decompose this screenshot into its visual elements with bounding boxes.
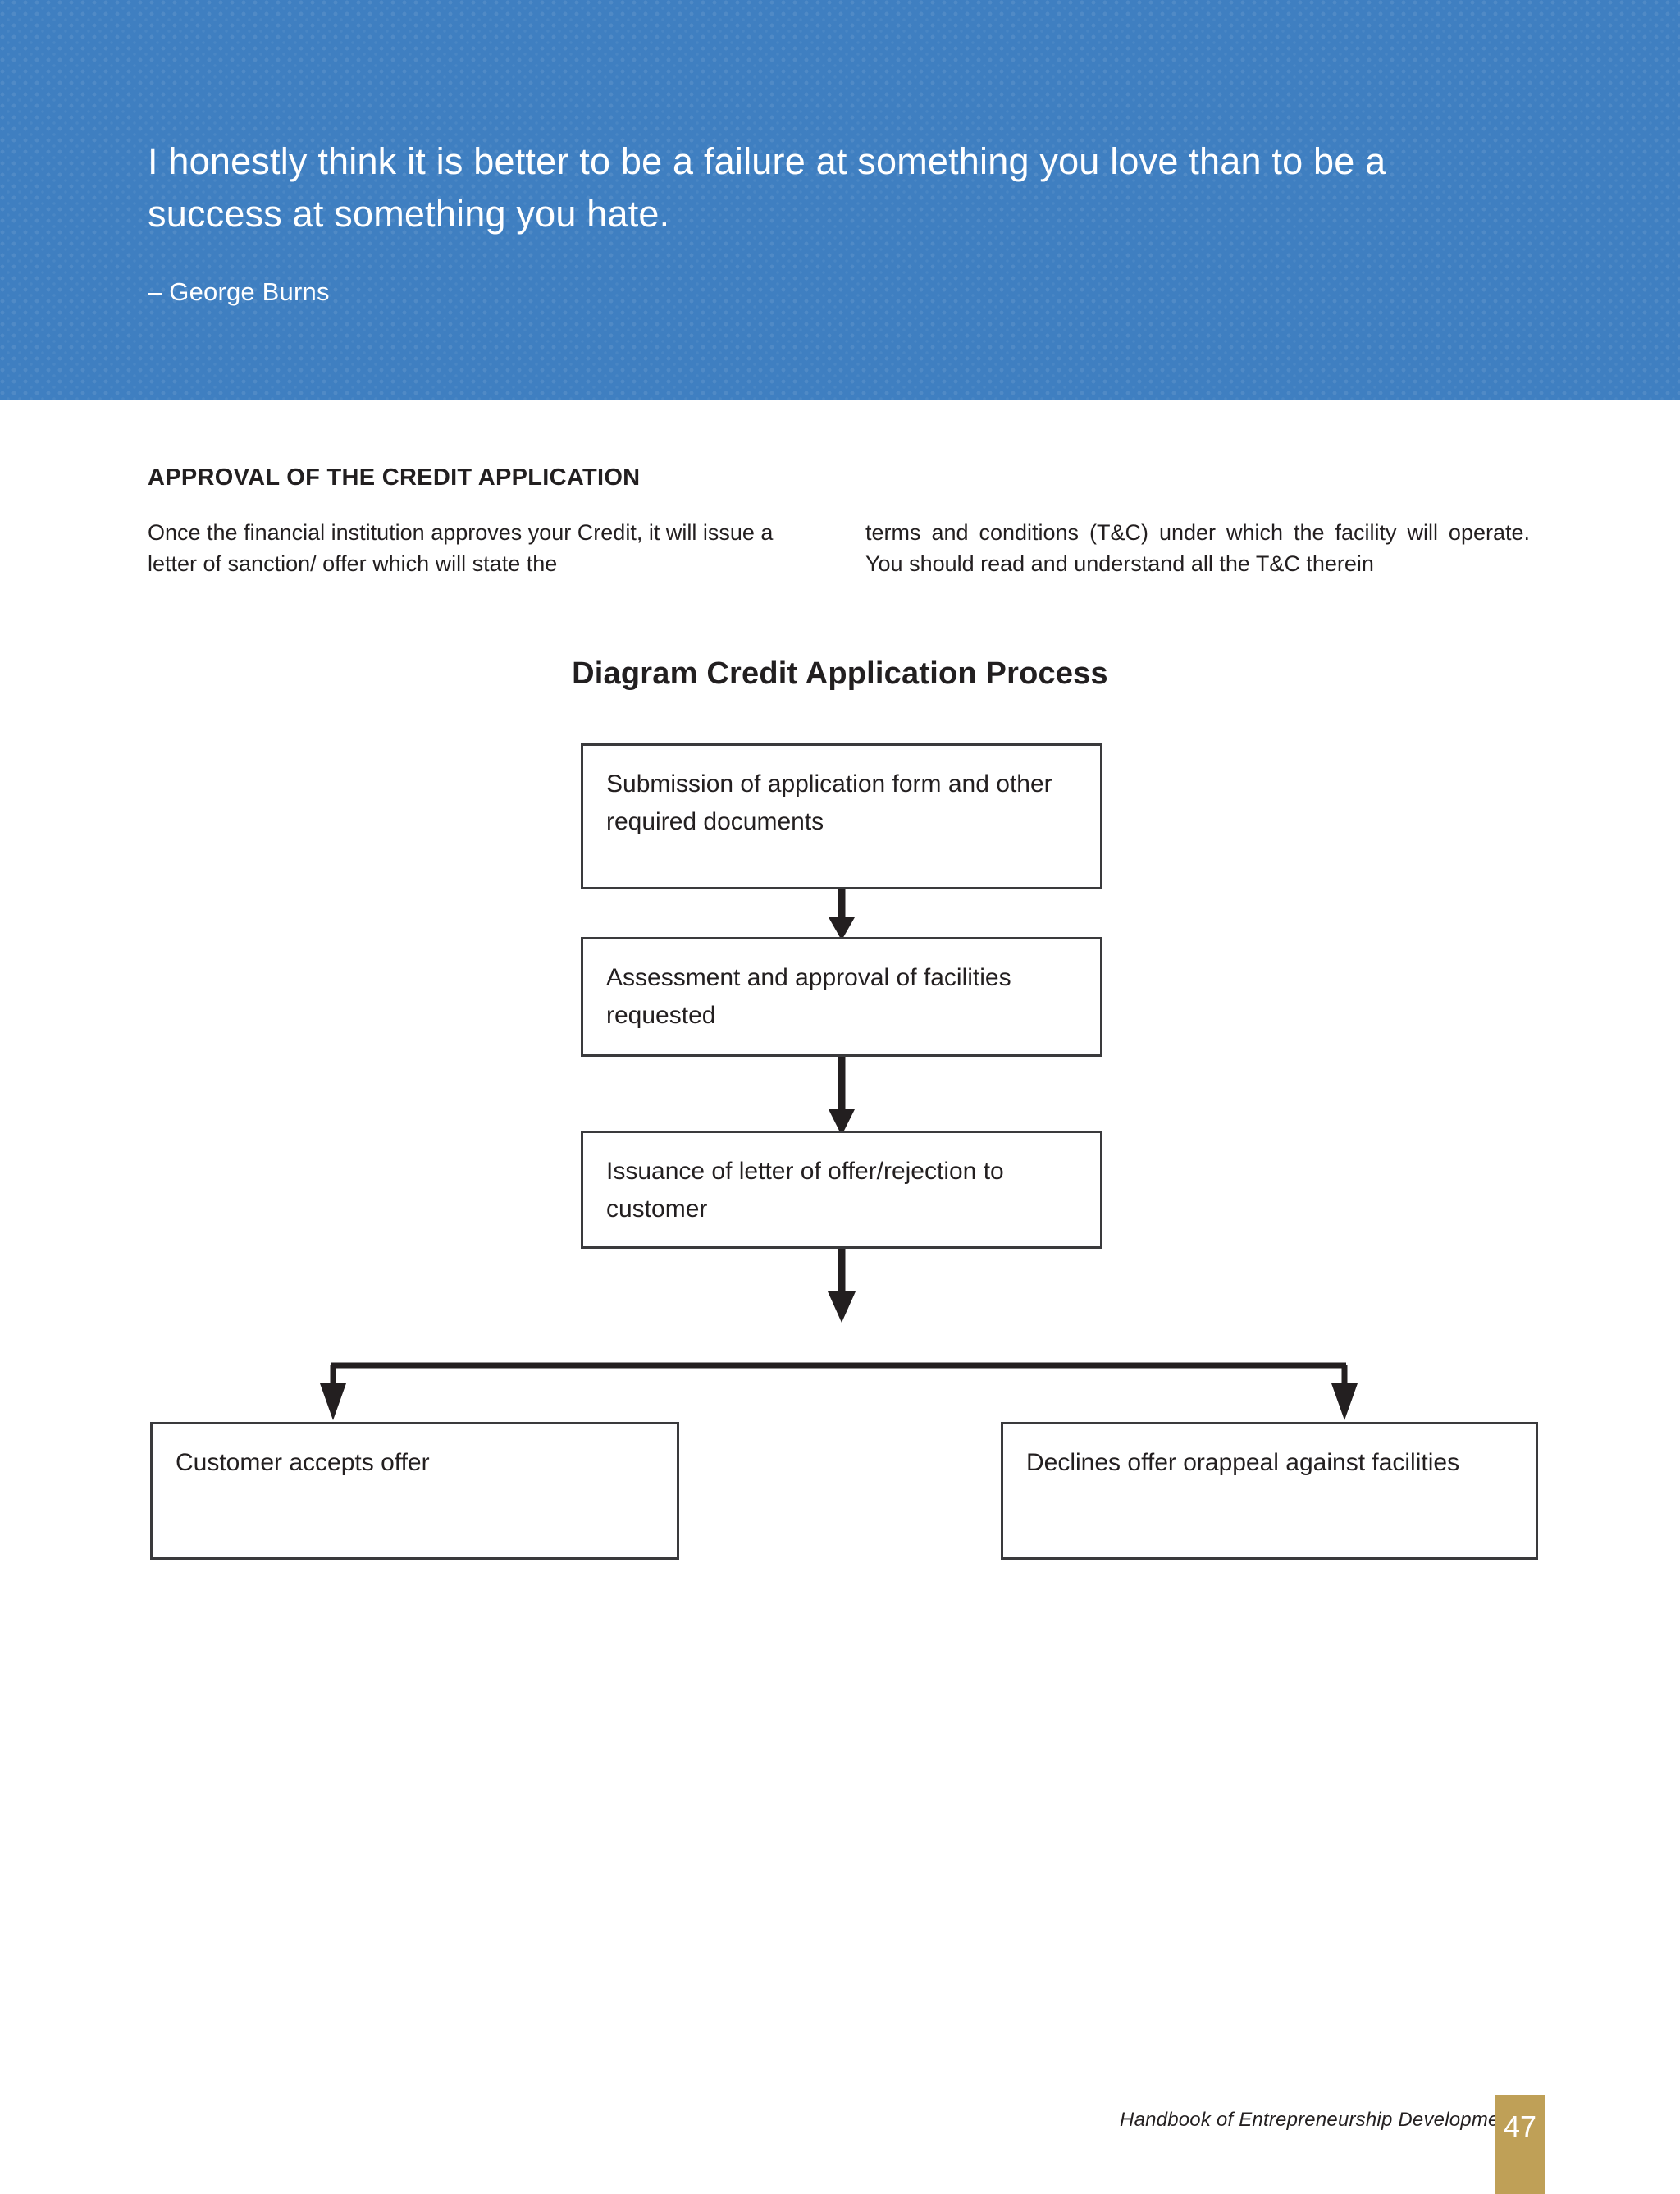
quote-banner: I honestly think it is better to be a fa… [0, 0, 1680, 400]
flow-node-issuance: Issuance of letter of offer/rejection to… [581, 1131, 1102, 1249]
body-column-left: Once the financial institution approves … [148, 520, 774, 576]
flow-node-submission: Submission of application form and other… [581, 743, 1102, 889]
flow-node-assessment: Assessment and approval of facilities re… [581, 937, 1102, 1057]
body-column-right: terms and conditions (T&C) under which t… [865, 520, 1530, 576]
footer-book-title: Handbook of Entrepreneurship Development [1120, 2109, 1516, 2131]
quote-attribution: – George Burns [148, 277, 330, 306]
diagram-title: Diagram Credit Application Process [572, 656, 1108, 691]
section-heading: APPROVAL OF THE CREDIT APPLICATION [148, 464, 641, 491]
quote-text: I honestly think it is better to be a fa… [148, 140, 1386, 235]
flow-node-customer-accepts: Customer accepts offer [150, 1422, 679, 1560]
flow-node-declines-offer: Declines offer orappeal against faciliti… [1001, 1422, 1538, 1560]
footer-page-number: 47 [1495, 2095, 1545, 2194]
